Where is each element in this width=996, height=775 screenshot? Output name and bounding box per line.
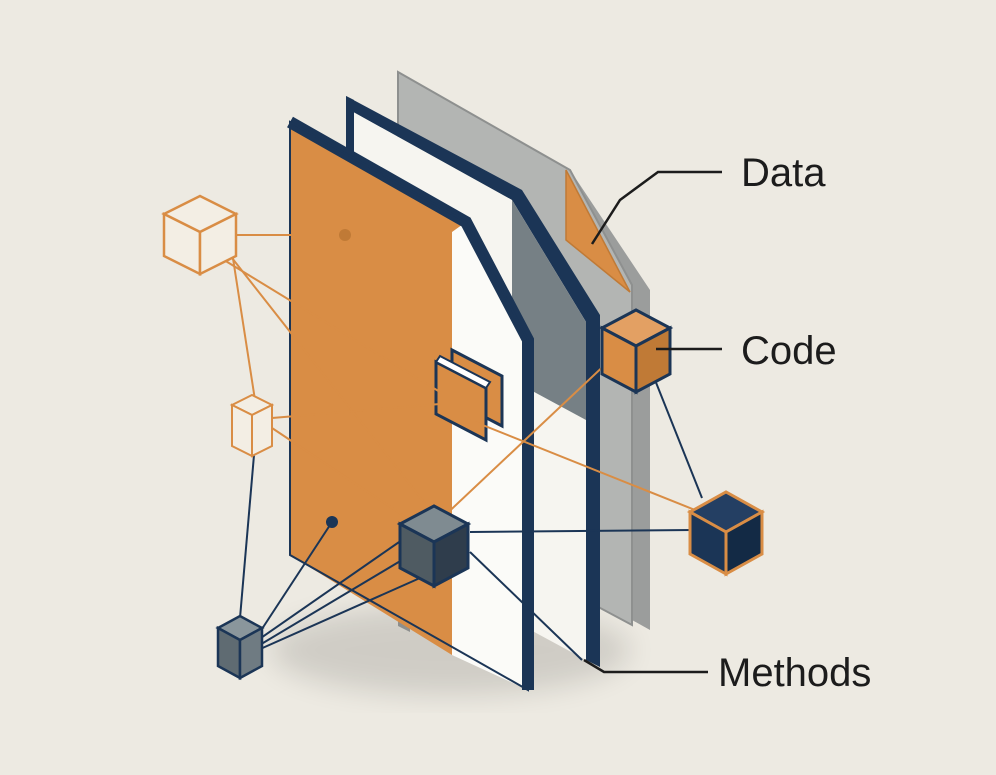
data-label: Data: [741, 151, 826, 195]
code-label: Code: [741, 329, 837, 373]
orange-connectors: [223, 234, 701, 521]
node-dot: [326, 516, 338, 528]
methods-leader-line: [583, 658, 708, 674]
navy-connectors: [239, 379, 703, 661]
navy-cube-right: [686, 490, 766, 577]
outline-cube-small: [229, 393, 275, 458]
code-cube: [598, 308, 674, 395]
node-dot: [339, 229, 351, 241]
slate-cube-small: [215, 614, 265, 681]
methods-label: Methods: [718, 651, 872, 695]
outline-cube-large: [161, 194, 239, 277]
data-leader-line: [590, 170, 722, 245]
leader-lines: [583, 170, 722, 674]
data-fold-corner: [565, 169, 631, 293]
slate-cube-center: [396, 504, 472, 589]
